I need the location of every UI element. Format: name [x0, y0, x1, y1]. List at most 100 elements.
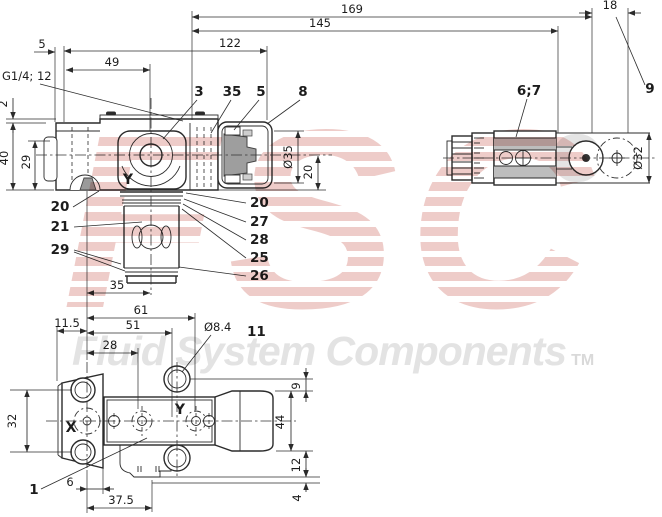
dim-49-label: 49	[105, 55, 120, 69]
callout-20-left: 20	[51, 190, 100, 215]
seal-core	[79, 177, 97, 191]
callout-35: 35	[210, 84, 242, 134]
dim-thread-g14: G1/4; 12	[2, 69, 184, 122]
part-20-right-label: 20	[250, 195, 269, 211]
callout-21: 21	[51, 219, 143, 235]
connector-tab-bottom	[224, 174, 241, 184]
dim-169: 169	[191, 2, 593, 20]
dim-32: 32	[5, 389, 30, 453]
dim-145: 145	[191, 16, 559, 34]
dim-dia35-label: Ø35	[281, 145, 295, 169]
callout-9: 9	[615, 16, 655, 97]
part-20-left-label: 20	[51, 199, 70, 215]
front-top-plate	[99, 111, 219, 120]
part-35-label: 35	[223, 84, 242, 100]
dim-51: 51	[86, 318, 173, 336]
callout-26: 26	[178, 266, 269, 284]
dimensions: 169 145 122 49 5 18 G1/4; 12	[0, 0, 652, 511]
dim-35-label: 35	[110, 278, 125, 292]
front-view: Y	[36, 98, 332, 295]
dim-20-vertical: 20	[301, 155, 321, 191]
bottom-view: X Y	[46, 362, 320, 484]
callout-29: 29	[51, 242, 126, 272]
callout-3: 3	[162, 84, 204, 140]
dim-dia84-label: Ø8.4	[204, 320, 231, 334]
part-28-label: 28	[250, 232, 269, 248]
dim-35-stem: 35	[86, 278, 151, 296]
dim-12-label: 12	[289, 458, 303, 473]
dim-37-5-label: 37.5	[108, 493, 134, 507]
part-25-label: 25	[250, 250, 269, 266]
dim-49: 49	[65, 55, 151, 73]
callout-1: 1	[29, 437, 148, 498]
dim-12: 12	[289, 450, 309, 478]
screw-head	[106, 111, 116, 116]
part-callouts: 3 35 5 8 6;7 9 20 21	[29, 16, 655, 498]
callout-11: 11	[247, 324, 266, 340]
callout-5: 5	[233, 84, 266, 131]
lever-swing-circle	[596, 137, 638, 179]
dim-9-label: 9	[289, 382, 303, 389]
dim-51-label: 51	[126, 318, 141, 332]
dim-2: 2	[0, 98, 16, 133]
dim-4-label: 4	[290, 494, 304, 501]
dim-44-label: 44	[273, 415, 287, 430]
dim-40: 40	[0, 122, 16, 191]
dim-29-label: 29	[19, 155, 33, 170]
dim-18-label: 18	[603, 0, 618, 12]
dim-122-label: 122	[219, 36, 241, 50]
dim-dia32-label: Ø32	[631, 146, 645, 170]
part-29-label: 29	[51, 242, 70, 258]
dim-6: 6	[66, 475, 114, 492]
callout-8: 8	[266, 84, 308, 125]
dim-dia8-4: Ø8.4	[181, 320, 231, 373]
dim-dia35: Ø35	[281, 130, 301, 184]
stem-slot	[160, 225, 172, 249]
part-27-label: 27	[250, 214, 269, 230]
callout-6-7: 6;7	[515, 83, 541, 138]
bottom-port-x-label: X	[66, 420, 77, 436]
connector-tab-top	[224, 126, 241, 136]
dim-145-label: 145	[309, 16, 331, 30]
dim-28: 28	[86, 338, 139, 356]
dim-18: 18	[579, 0, 641, 16]
callout-25: 25	[181, 208, 269, 266]
dim-9: 9	[289, 368, 309, 402]
screw-head	[195, 111, 205, 116]
part-9-label: 9	[645, 81, 654, 97]
body-band-top	[494, 138, 556, 150]
dim-6-label: 6	[66, 475, 73, 489]
callout-27: 27	[183, 198, 269, 230]
thread-label: G1/4; 12	[2, 69, 52, 83]
part-26-label: 26	[250, 268, 269, 284]
part-1-label: 1	[29, 482, 38, 498]
callout-28: 28	[182, 203, 269, 248]
dim-32-label: 32	[5, 414, 19, 429]
dim-dia32: Ø32	[631, 132, 652, 184]
dim-5: 5	[34, 37, 56, 55]
part-5-label: 5	[256, 84, 265, 100]
dim-2-label: 2	[0, 100, 10, 107]
callout-20-right: 20	[185, 192, 269, 211]
part-6-7-label: 6;7	[517, 83, 541, 99]
dim-169-label: 169	[341, 2, 363, 16]
dim-11-5: 11.5	[54, 316, 88, 334]
dim-61: 61	[86, 303, 196, 321]
part-11-label: 11	[247, 324, 266, 340]
dim-4: 4	[290, 468, 309, 502]
part-8-label: 8	[298, 84, 307, 100]
dim-29: 29	[19, 140, 38, 191]
stem-slot	[131, 225, 143, 249]
bottom-tab	[119, 445, 172, 478]
dim-5-label: 5	[38, 37, 45, 51]
dim-44: 44	[273, 390, 294, 452]
dim-28-label: 28	[103, 338, 118, 352]
dim-11-5-label: 11.5	[54, 316, 80, 330]
part-3-label: 3	[194, 84, 203, 100]
dim-122: 122	[63, 36, 268, 54]
dim-37-5: 37.5	[86, 493, 153, 511]
dim-40-label: 40	[0, 151, 11, 166]
bottom-port-y-label: Y	[174, 402, 186, 418]
